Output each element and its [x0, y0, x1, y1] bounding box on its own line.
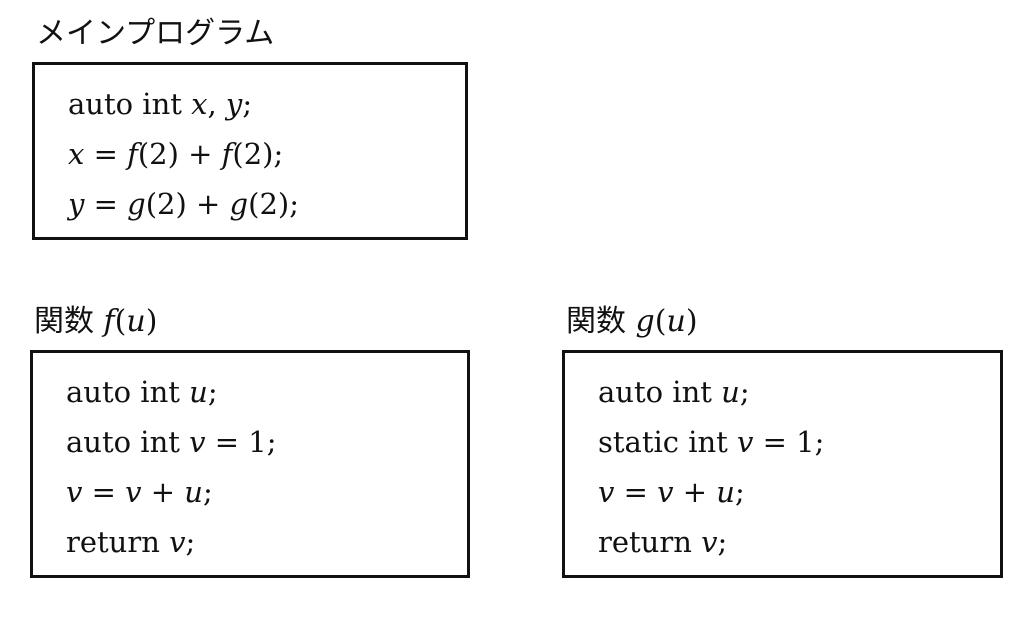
variable-text: f [103, 304, 115, 339]
variable-text: v [657, 475, 674, 509]
code-text: auto int [66, 425, 190, 459]
code-text: 関数 [34, 304, 104, 339]
main-program-label: メインプログラム [32, 14, 468, 62]
code-line: v = v + u; [66, 467, 467, 517]
variable-text: v [189, 425, 206, 459]
code-text: + [141, 475, 185, 509]
variable-text: v [125, 475, 142, 509]
variable-text: v [66, 475, 83, 509]
code-text: + [673, 475, 717, 509]
function-g-panel: 関数 g(u) auto int u;static int v = 1;v = … [562, 302, 1003, 578]
code-text: static int [598, 425, 738, 459]
variable-text: x [191, 87, 208, 121]
variable-text: v [737, 425, 754, 459]
code-line: return v; [598, 517, 1000, 567]
code-text: (2) + [145, 187, 230, 221]
code-text: ; [242, 87, 253, 121]
function-g-code-box: auto int u;static int v = 1;v = v + u;re… [562, 350, 1003, 578]
code-line: x = f(2) + f(2); [68, 129, 465, 179]
code-line: auto int v = 1; [66, 417, 467, 467]
code-text: return [66, 525, 170, 559]
code-line: return v; [66, 517, 467, 567]
main-program-code-box: auto int x, y;x = f(2) + f(2);y = g(2) +… [32, 62, 468, 240]
code-text: = [614, 475, 658, 509]
function-f-panel: 関数 f(u) auto int u;auto int v = 1;v = v … [30, 302, 470, 578]
function-g-label: 関数 g(u) [562, 302, 1003, 350]
code-line: auto int u; [598, 367, 1000, 417]
code-text: ; [207, 375, 218, 409]
variable-text: v [169, 525, 186, 559]
code-text: ( [654, 304, 667, 339]
variable-text: u [666, 304, 686, 339]
variable-text: g [127, 187, 146, 221]
variable-text: v [701, 525, 718, 559]
code-text: ; [739, 375, 750, 409]
code-text: , [207, 87, 226, 121]
code-text: = 1; [205, 425, 277, 459]
variable-text: y [68, 187, 85, 221]
code-text: = 1; [753, 425, 825, 459]
code-text: メインプログラム [36, 16, 275, 51]
code-text: ; [717, 525, 728, 559]
variable-text: u [126, 304, 146, 339]
code-text: ) [685, 304, 698, 339]
code-text: = [82, 475, 126, 509]
code-text: ; [734, 475, 745, 509]
code-text: (2) + [137, 137, 222, 171]
variable-text: x [68, 137, 85, 171]
variable-text: u [184, 475, 203, 509]
function-f-label: 関数 f(u) [30, 302, 470, 350]
main-program-panel: メインプログラム auto int x, y;x = f(2) + f(2);y… [32, 14, 468, 240]
code-text: auto int [66, 375, 190, 409]
function-f-code-box: auto int u;auto int v = 1;v = v + u;retu… [30, 350, 470, 578]
code-text: = [84, 187, 128, 221]
code-text: = [84, 137, 128, 171]
variable-text: f [127, 137, 138, 171]
variable-text: g [229, 187, 249, 221]
variable-text: u [716, 475, 735, 509]
code-text: auto int [68, 87, 192, 121]
code-text: auto int [598, 375, 722, 409]
variable-text: u [721, 375, 740, 409]
code-text: ; [202, 475, 213, 509]
code-text: (2); [248, 187, 299, 221]
variable-text: u [189, 375, 208, 409]
variable-text: y [225, 87, 243, 121]
code-text: ; [185, 525, 196, 559]
code-text: 関数 [566, 304, 636, 339]
variable-text: f [221, 137, 233, 171]
code-line: y = g(2) + g(2); [68, 179, 465, 229]
code-line: auto int x, y; [68, 79, 465, 129]
code-text: ( [114, 304, 127, 339]
variable-text: v [598, 475, 615, 509]
code-text: (2); [232, 137, 284, 171]
variable-text: g [635, 304, 655, 339]
code-line: static int v = 1; [598, 417, 1000, 467]
code-text: ) [145, 304, 158, 339]
code-text: return [598, 525, 702, 559]
code-line: v = v + u; [598, 467, 1000, 517]
code-line: auto int u; [66, 367, 467, 417]
